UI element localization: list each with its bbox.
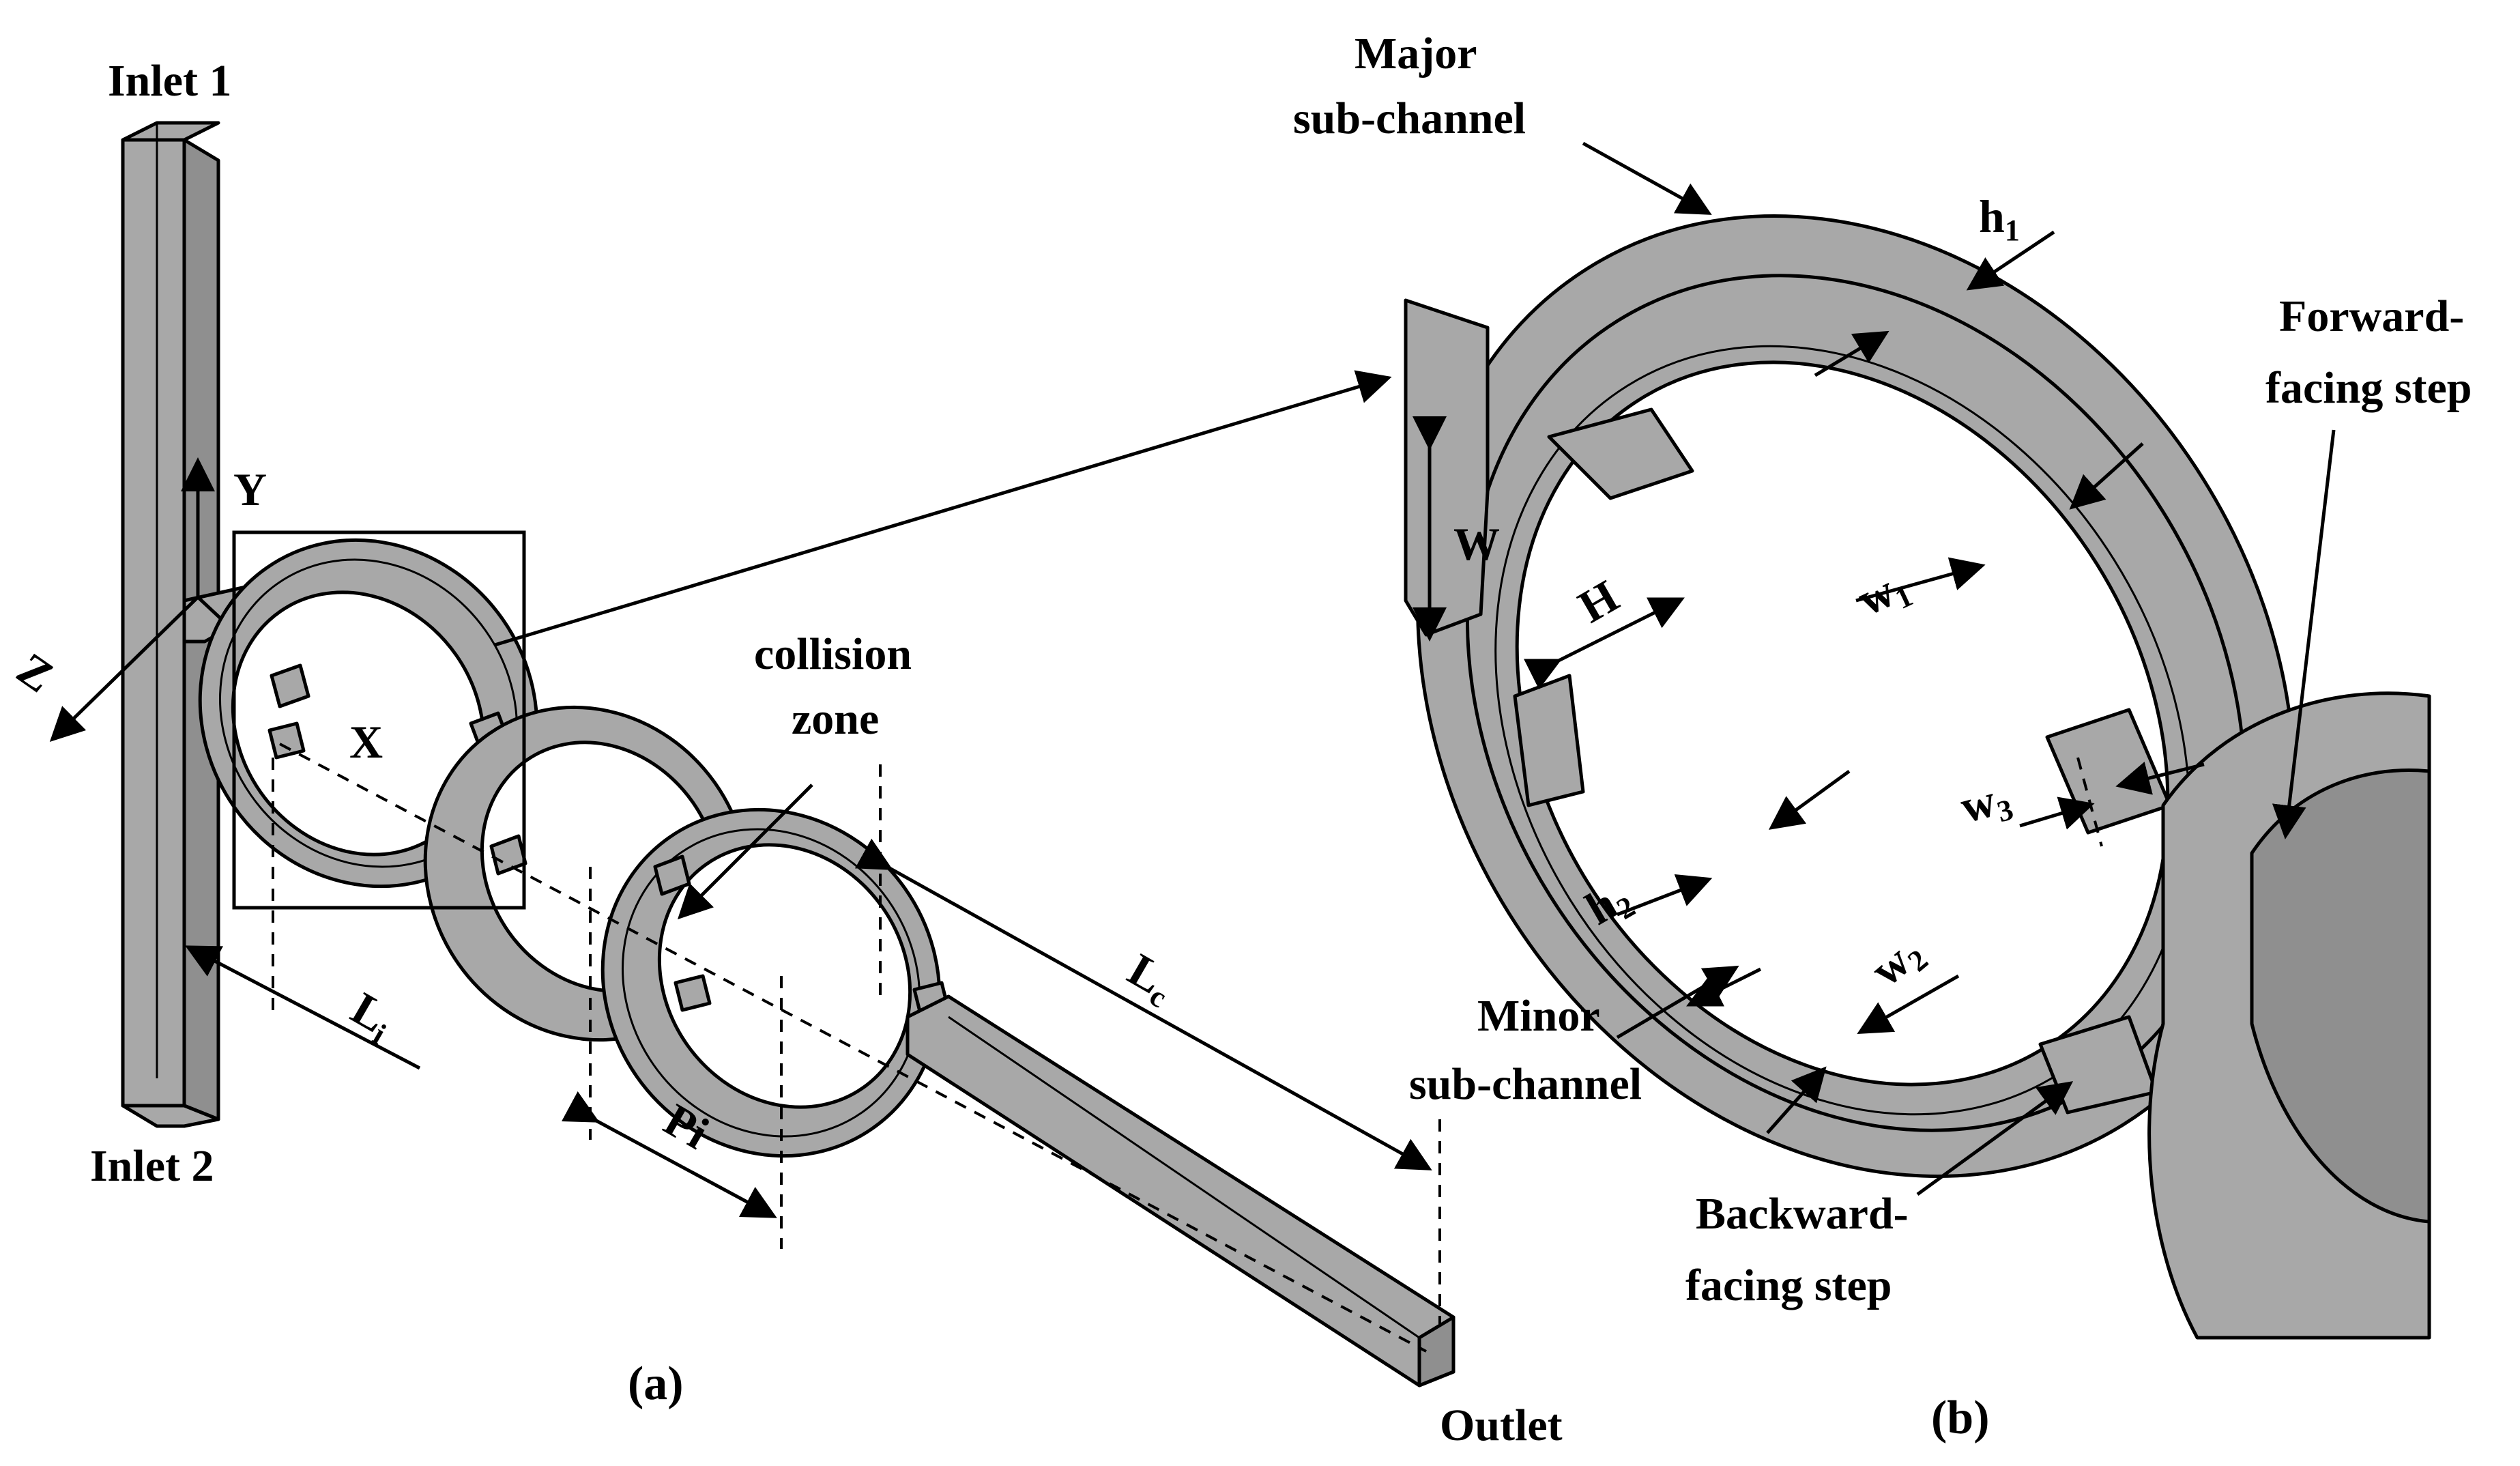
caption-b: (b) <box>1931 1392 1990 1444</box>
backward-arrow <box>1916 1081 2074 1196</box>
outlet-channel <box>906 994 1455 1388</box>
forward-label-line2: facing step <box>2265 363 2472 413</box>
inlet-2-label: Inlet 2 <box>90 1141 214 1191</box>
zoom-box <box>232 530 526 910</box>
next-ring-fragment <box>2147 691 2431 1340</box>
minor-label-line2: sub-channel <box>1409 1059 1642 1109</box>
zoom-connector <box>494 370 1392 647</box>
major-arrow <box>1582 141 1712 215</box>
w3-arrow-a <box>2019 796 2095 830</box>
inlet-1-label: Inlet 1 <box>108 56 232 106</box>
major-label-line2: sub-channel <box>1293 94 1526 143</box>
panel-a <box>49 121 1455 1388</box>
w-label: W <box>1453 518 1500 570</box>
h1-arrow-a <box>1966 230 2055 291</box>
li-arrow <box>185 945 421 1070</box>
major-label-line1: Major <box>1355 29 1477 78</box>
collision-label-line1: collision <box>754 629 912 679</box>
h-arrow <box>1524 597 1685 690</box>
left-step <box>1513 674 1585 807</box>
w1-arrow-a <box>2069 442 2144 510</box>
lc-arrow <box>854 838 1432 1170</box>
w2-arrow-a <box>1768 769 1851 830</box>
forward-arrow <box>2272 429 2336 839</box>
forward-label-line1: Forward- <box>2279 291 2464 341</box>
minor-label-line1: Minor <box>1477 991 1600 1041</box>
axis-x-label: X <box>349 716 383 768</box>
minor-arrow-a <box>1616 965 1739 1039</box>
h1-label: h1 <box>1979 190 2020 247</box>
axis-y-label: Y <box>233 463 267 515</box>
panel-b <box>1404 141 2431 1340</box>
collision-label-line2: zone <box>792 694 879 744</box>
h2-arrow-a <box>1617 874 1713 917</box>
collision-arrow <box>677 784 813 920</box>
lc-label: Lc <box>1117 943 1184 1014</box>
left-connector <box>1404 298 1490 637</box>
caption-a: (a) <box>628 1357 684 1410</box>
backward-label-line2: facing step <box>1685 1261 1892 1310</box>
w2-arrow-b <box>1857 974 1960 1034</box>
w1-arrow-b <box>1855 557 1986 603</box>
backward-label-line1: Backward- <box>1696 1189 1909 1239</box>
li-label: Li <box>341 982 403 1051</box>
pi-arrow <box>561 1091 777 1218</box>
axis-z-label: Z <box>8 642 63 702</box>
w3-arrow-b <box>2115 762 2205 795</box>
h1-arrow-b <box>1814 330 1889 377</box>
outlet-label: Outlet <box>1440 1400 1563 1450</box>
minor-arrow-b <box>1766 1066 1827 1134</box>
upper-step <box>1547 407 1694 500</box>
